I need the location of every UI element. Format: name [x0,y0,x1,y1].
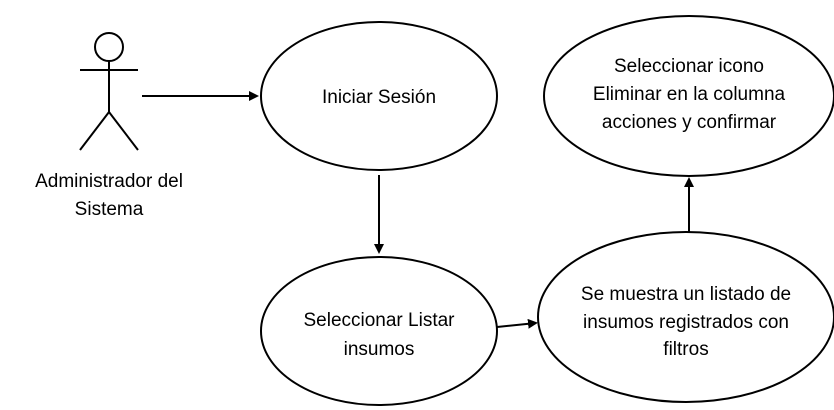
ellipse-seleccionar-listar [260,256,498,406]
label-seleccionar-listar-line1: Seleccionar Listar [303,310,455,331]
label-seleccionar-listar-line2: insumos [344,339,415,360]
actor-leg-right [108,111,139,151]
label-seleccionar-icono-line2: Eliminar en la columna [593,84,786,105]
use-case-iniciar-sesion: Iniciar Sesión [260,21,498,171]
arrow-listar-to-muestra [496,318,538,329]
ellipse-se-muestra-listado [537,231,834,403]
use-case-seleccionar-icono: Seleccionar icono Eliminar en la columna… [543,15,834,177]
actor-label-line2: Sistema [75,199,144,220]
label-se-muestra-listado-line2: insumos registrados con [583,312,789,333]
use-case-seleccionar-listar: Seleccionar Listar insumos [260,256,498,406]
label-seleccionar-icono-line1: Seleccionar icono [614,56,764,77]
ellipse-seleccionar-icono [543,15,834,177]
actor-figure [79,32,139,151]
ellipse-iniciar-sesion [260,21,498,171]
label-seleccionar-icono-line3: acciones y confirmar [602,112,777,133]
use-case-se-muestra-listado: Se muestra un listado de insumos registr… [537,231,834,403]
actor-head [94,32,124,62]
actor-leg-left [79,111,110,151]
label-iniciar-sesion: Iniciar Sesión [322,87,436,108]
label-se-muestra-listado-line1: Se muestra un listado de [581,284,791,305]
label-se-muestra-listado-line3: filtros [663,339,708,360]
actor-label-line1: Administrador del [35,171,183,192]
